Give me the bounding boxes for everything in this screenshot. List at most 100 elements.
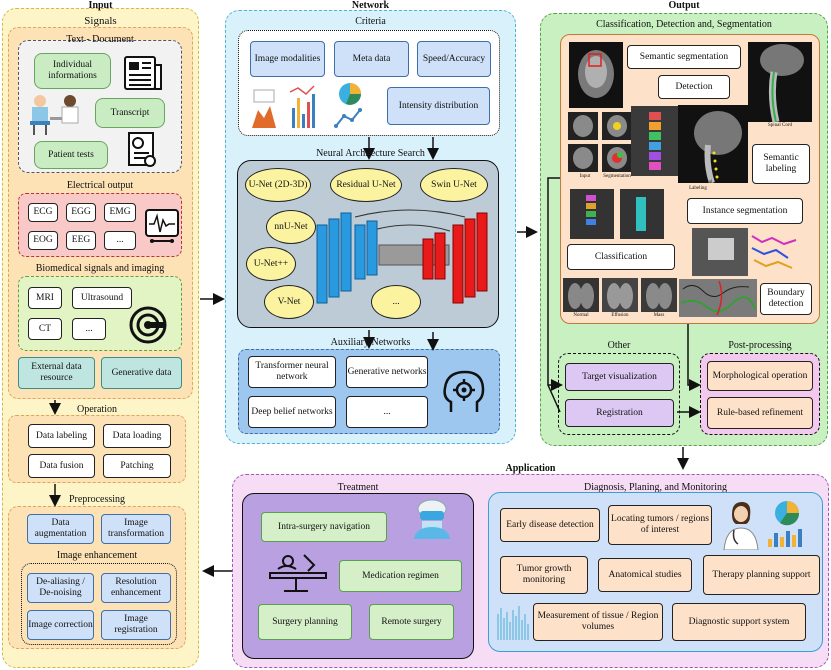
ct-box: CT bbox=[28, 318, 62, 340]
caption-input: Input bbox=[579, 174, 591, 179]
tumor-growth-monitoring-box: Tumor growth monitoring bbox=[500, 556, 588, 594]
caption-effusion: Effusion bbox=[611, 313, 629, 318]
eog-box: EOG bbox=[28, 231, 58, 250]
other-title: Other bbox=[607, 340, 631, 351]
head-gear-icon bbox=[441, 368, 487, 421]
image-enhancement-panel bbox=[21, 563, 177, 645]
classification-box: Classification bbox=[567, 244, 675, 270]
charts-icon bbox=[250, 80, 380, 137]
electrical-more-box: ... bbox=[104, 231, 136, 250]
surgery-table-icon bbox=[268, 551, 328, 600]
dental-instance-image bbox=[692, 228, 800, 283]
doctor-patient-icon bbox=[26, 93, 86, 142]
rule-based-refinement-box: Rule-based refinement bbox=[707, 397, 813, 429]
nnunet-node: nnU-Net bbox=[266, 210, 316, 244]
emg-box: EMG bbox=[104, 203, 136, 222]
eeg-box: EEG bbox=[66, 231, 96, 250]
mri-box: MRI bbox=[28, 287, 62, 309]
intensity-distribution-box: Intensity distribution bbox=[387, 87, 490, 125]
application-header: Application bbox=[505, 463, 556, 474]
anatomical-studies-box: Anatomical studies bbox=[598, 558, 692, 592]
preprocessing-title: Preprocessing bbox=[68, 494, 126, 505]
spine-colored-image bbox=[631, 106, 679, 181]
unetpp-node: U-Net++ bbox=[246, 247, 296, 281]
resolution-enhancement-box: Resolution enhancement bbox=[101, 573, 171, 603]
swin-unet-node: Swin U-Net bbox=[420, 168, 488, 202]
network-header: Network bbox=[351, 0, 390, 11]
remote-surgery-box: Remote surgery bbox=[369, 604, 454, 640]
tissue-measurement-box: Measurement of tissue / Region volumes bbox=[533, 603, 663, 641]
caption-inter-vertebral: Inter-vertebral Labeling bbox=[683, 180, 713, 191]
image-modalities-box: Image modalities bbox=[250, 41, 325, 77]
pie-bar-chart-icon bbox=[766, 499, 808, 554]
caption-spinal-cord: Spinal Cord bbox=[767, 123, 793, 128]
early-disease-detection-box: Early disease detection bbox=[500, 508, 600, 542]
newspaper-icon bbox=[121, 55, 163, 96]
patching-box: Patching bbox=[103, 454, 171, 478]
therapy-planning-box: Therapy planning support bbox=[703, 555, 820, 595]
auxiliary-more-box: ... bbox=[346, 396, 428, 428]
registration-box: Registration bbox=[565, 399, 674, 427]
caption-normal: Normal bbox=[573, 313, 589, 318]
residual-unet-node: Residual U-Net bbox=[330, 168, 402, 202]
criteria-title: Criteria bbox=[355, 16, 386, 27]
output-header: Output bbox=[668, 0, 700, 11]
spine-labeling-image bbox=[678, 105, 748, 188]
chest-xray-images bbox=[563, 278, 677, 323]
semantic-labeling-box: Semantic labeling bbox=[752, 144, 810, 184]
biomedical-title: Biomedical signals and imaging bbox=[35, 263, 165, 274]
signals-title: Signals bbox=[84, 15, 117, 27]
generative-networks-box: Generative networks bbox=[346, 356, 428, 388]
medication-regimen-box: Medication regimen bbox=[339, 560, 462, 592]
electrical-output-title: Electrical output bbox=[66, 180, 134, 191]
surgery-planning-box: Surgery planning bbox=[258, 604, 352, 640]
intra-surgery-navigation-box: Intra-surgery navigation bbox=[261, 512, 387, 542]
meta-data-box: Meta data bbox=[334, 41, 409, 77]
transformer-network-box: Transformer neural network bbox=[248, 356, 336, 388]
cds-title: Classification, Detection and, Segmentat… bbox=[596, 19, 772, 30]
brain-segmentation-images bbox=[568, 112, 632, 179]
unet-2d3d-node: U-Net (2D-3D) bbox=[245, 168, 311, 202]
data-loading-box: Data loading bbox=[103, 424, 171, 448]
scanner-icon bbox=[128, 305, 168, 350]
ultrasound-box: Ultrasound bbox=[72, 287, 132, 309]
surgeon-icon bbox=[410, 499, 454, 544]
text-document-title: Text - Document bbox=[66, 34, 134, 45]
brain-mri-image bbox=[569, 42, 623, 113]
locating-tumors-box: Locating tumors / regions of interest bbox=[608, 505, 712, 545]
spinal-cord-image bbox=[748, 42, 812, 127]
data-labeling-box: Data labeling bbox=[28, 424, 95, 448]
instance-segmentation-box: Instance segmentation bbox=[687, 198, 803, 224]
individual-informations-box: Individual informations bbox=[34, 53, 111, 89]
biomedical-more-box: ... bbox=[72, 318, 106, 340]
caption-mass: Mass bbox=[653, 313, 665, 318]
image-enhancement-title: Image enhancement bbox=[56, 550, 138, 561]
ecg-monitor-icon bbox=[144, 208, 180, 249]
test-report-icon bbox=[124, 131, 158, 174]
target-visualization-box: Target visualization bbox=[565, 363, 674, 391]
data-augmentation-box: Data augmentation bbox=[27, 514, 94, 544]
image-transformation-box: Image transformation bbox=[101, 514, 171, 544]
image-correction-box: Image correction bbox=[27, 610, 94, 640]
patient-tests-box: Patient tests bbox=[34, 141, 108, 169]
diagnosis-title: Diagnosis, Planing, and Monitoring bbox=[583, 482, 728, 493]
generative-data-box: Generative data bbox=[101, 357, 182, 389]
morphological-operation-box: Morphological operation bbox=[707, 361, 813, 391]
external-data-resource-box: External data resource bbox=[18, 357, 95, 389]
boundary-tissue-image bbox=[679, 279, 757, 322]
spine-instance-images bbox=[570, 189, 668, 244]
boundary-detection-box: Boundary detection bbox=[760, 283, 812, 315]
nas-more-node: ... bbox=[371, 285, 421, 319]
bar-chart-icon bbox=[497, 604, 531, 647]
ecg-box: ECG bbox=[28, 203, 58, 222]
input-header: Input bbox=[88, 0, 113, 11]
diagnostic-support-box: Diagnostic support system bbox=[672, 603, 806, 641]
deep-belief-networks-box: Deep belief networks bbox=[248, 396, 336, 428]
data-fusion-box: Data fusion bbox=[28, 454, 95, 478]
image-registration-box: Image registration bbox=[101, 610, 171, 640]
detection-box: Detection bbox=[658, 75, 730, 99]
unet-architecture-icon bbox=[315, 205, 495, 310]
other-panel bbox=[558, 353, 680, 435]
egg-box: EGG bbox=[66, 203, 96, 222]
